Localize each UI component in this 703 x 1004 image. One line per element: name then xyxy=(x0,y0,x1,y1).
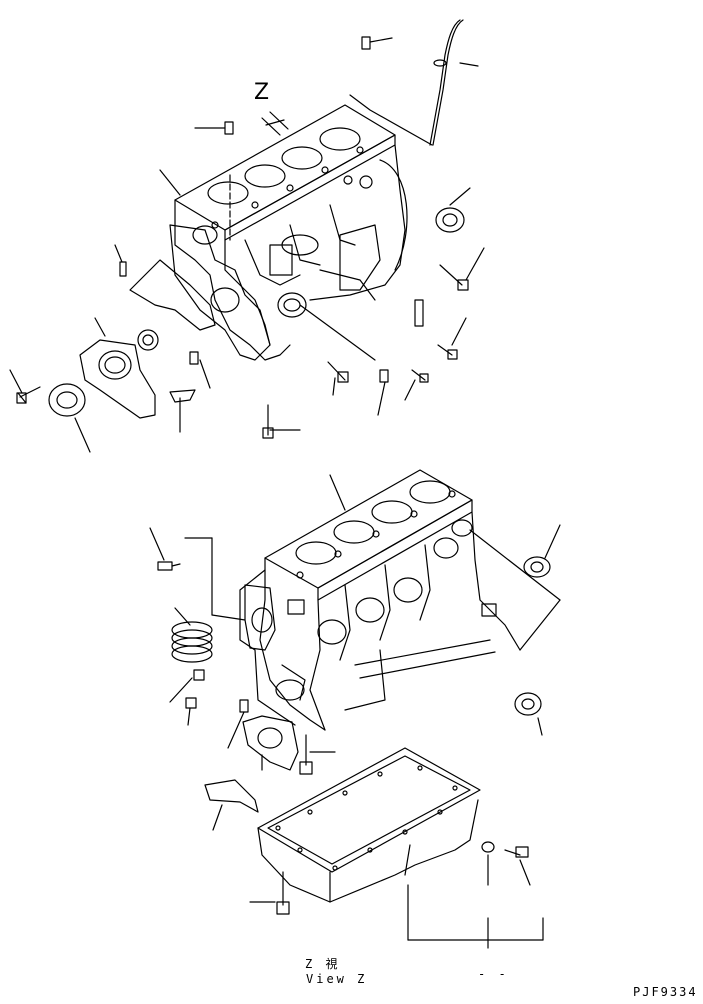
front-gasket xyxy=(129,259,216,331)
upper-leader-lines xyxy=(9,37,485,453)
main-bearing-cap xyxy=(242,715,299,771)
view-z-caption-english: View Z xyxy=(306,972,368,986)
rear-oil-seal xyxy=(48,383,86,417)
lower-leader-lines xyxy=(149,474,561,949)
lower-small-parts xyxy=(157,556,551,813)
rear-seal-housing xyxy=(79,339,156,419)
view-z-caption-japanese: Z 視 xyxy=(305,957,341,971)
drawing-code: PJF9334 xyxy=(633,985,698,999)
view-z-arrow-label: Z xyxy=(254,80,270,105)
dash-mark: - - xyxy=(478,967,509,981)
upper-cylinder-block xyxy=(174,104,408,361)
spring xyxy=(171,621,213,663)
lower-cylinder-block xyxy=(239,469,521,731)
front-plate xyxy=(169,224,271,361)
oil-level-gauge xyxy=(429,19,464,146)
upper-small-parts xyxy=(16,36,469,439)
oil-pan xyxy=(257,747,529,915)
